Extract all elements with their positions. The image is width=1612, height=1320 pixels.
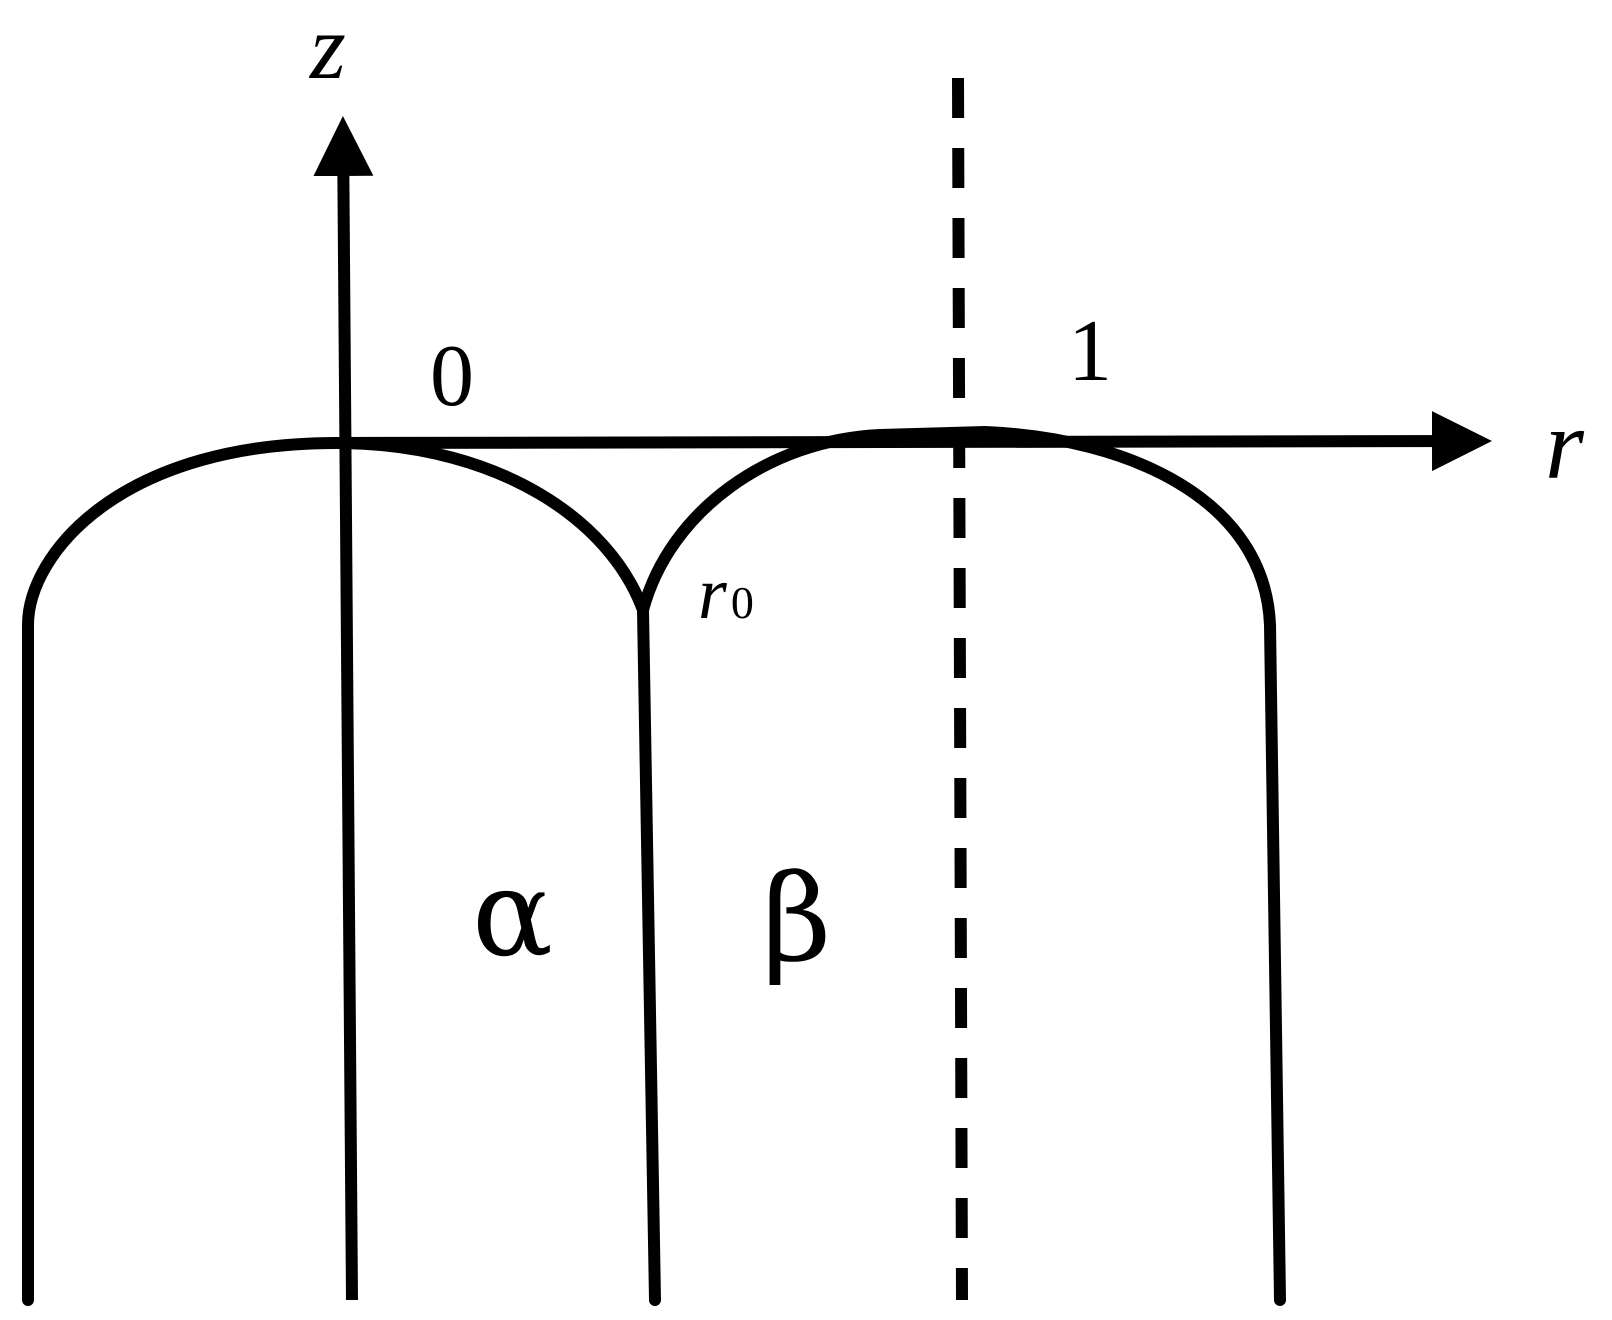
- beta-region-label: β: [762, 850, 831, 989]
- beta-cap-curve: [637, 425, 1276, 631]
- unit-label: 1: [1068, 303, 1112, 400]
- symmetry-dashed-line: [952, 77, 968, 1301]
- r0-label-base: r: [698, 553, 728, 635]
- r-axis-label: r: [1545, 389, 1585, 500]
- origin-label: 0: [430, 328, 474, 425]
- r0-label: r0: [698, 553, 754, 635]
- r-axis: [339, 411, 1492, 472]
- alpha-region-label: α: [472, 845, 553, 984]
- r0-label-subscript: 0: [731, 577, 754, 628]
- right-outer-boundary: [1264, 619, 1286, 1306]
- left-outer-boundary: [22, 436, 351, 1306]
- interface-wall: [637, 604, 661, 1306]
- z-axis: [313, 116, 374, 1301]
- alpha-cap-curve: [339, 437, 649, 616]
- z-axis-label: z: [308, 0, 346, 98]
